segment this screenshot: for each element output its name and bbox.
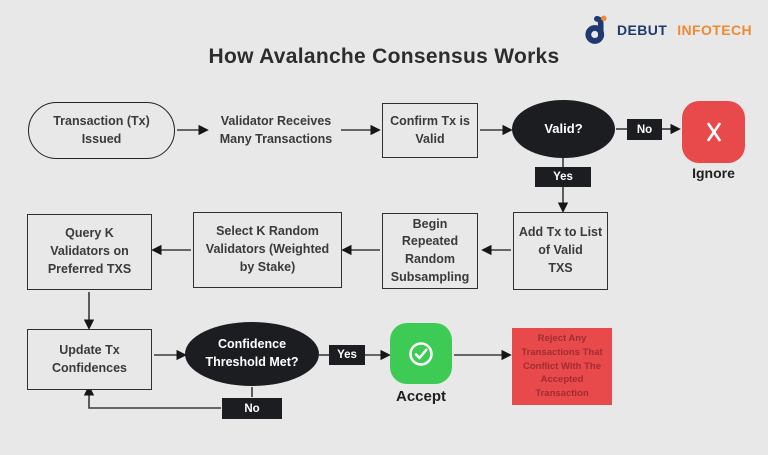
page-title: How Avalanche Consensus Works: [208, 45, 560, 68]
x-icon: [706, 122, 721, 142]
label-yes-confidence: Yes: [329, 345, 365, 365]
label-no-confidence: No: [222, 398, 282, 419]
node-begin-subsampling: Begin Repeated Random Subsampling: [382, 213, 478, 289]
label-no-valid: No: [627, 119, 662, 140]
brand-logo: DEBUT INFOTECH: [584, 14, 752, 46]
node-add-tx: Add Tx to List of Valid TXS: [513, 212, 608, 290]
node-valid-decision: Valid?: [512, 100, 615, 158]
node-confidence-decision: Confidence Threshold Met?: [185, 322, 319, 386]
node-validator-receives: Validator Receives Many Transactions: [219, 114, 333, 146]
label-yes-valid: Yes: [535, 167, 591, 187]
accept-label: Accept: [395, 388, 447, 405]
node-reject-conflicts: Reject Any Transactions That Conflict Wi…: [512, 328, 612, 405]
logo-word-debut: DEBUT: [617, 22, 668, 38]
ignore-badge: [682, 101, 745, 163]
node-update-confidences: Update Tx Confidences: [27, 329, 152, 390]
node-confirm-tx: Confirm Tx is Valid: [382, 103, 478, 158]
debut-d-icon: [585, 15, 607, 44]
node-select-validators: Select K Random Validators (Weighted by …: [193, 212, 342, 288]
check-circle-icon: [409, 341, 433, 366]
node-transaction-issued: Transaction (Tx) Issued: [28, 102, 175, 159]
logo-orange-dot: [601, 15, 607, 22]
accept-badge: [390, 323, 452, 384]
ignore-label: Ignore: [692, 165, 735, 181]
logo-word-infotech: INFOTECH: [677, 22, 752, 38]
node-query-validators: Query K Validators on Preferred TXS: [27, 214, 152, 290]
arrow-no-loop-to-update: [83, 385, 221, 409]
